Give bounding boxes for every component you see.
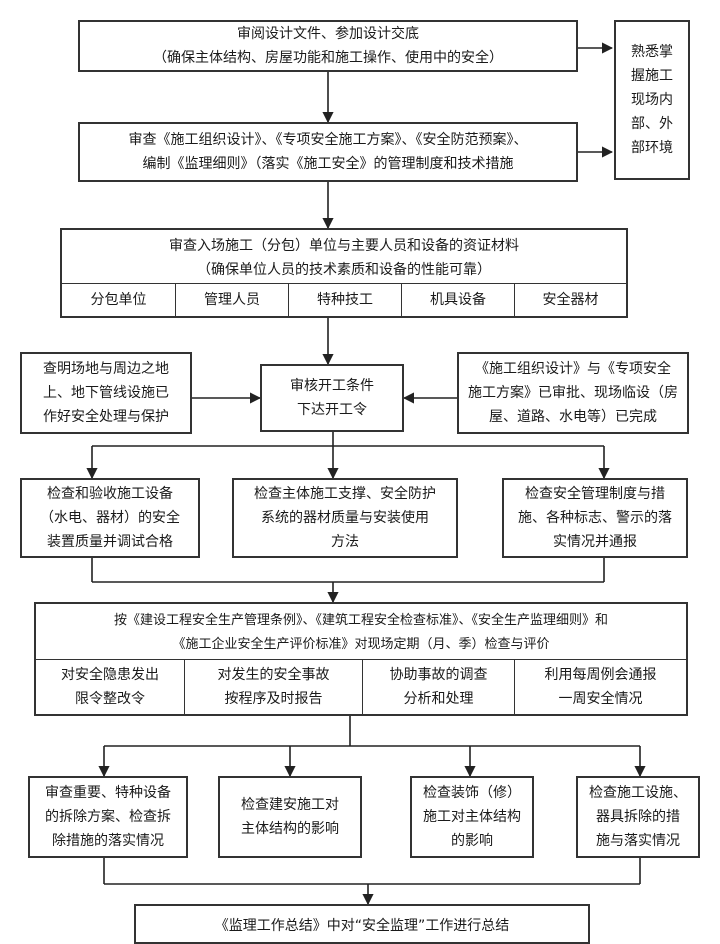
plans-approved-line: 屋、道路、水电等）已完成 <box>489 409 657 425</box>
periodic-item-line: 对安全隐患发出 <box>61 667 159 683</box>
site-check-line: 上、地下管线设施已 <box>43 385 169 401</box>
start-approval-line: 下达开工令 <box>297 402 367 418</box>
qualification-item: 管理人员 <box>175 284 288 316</box>
periodic-item-line: 利用每周例会通报 <box>544 667 657 683</box>
bottom-check-2: 检查建安施工对 主体结构的影响 <box>218 776 362 858</box>
periodic-item-line: 分析和处理 <box>403 691 474 707</box>
qualification-item: 特种技工 <box>288 284 401 316</box>
periodic-check-title-2: 《施工企业安全生产评价标准》对现场定期（月、季）检查与评价 <box>172 637 550 652</box>
periodic-item: 利用每周例会通报 一周安全情况 <box>514 660 686 714</box>
site-check-line: 作好安全处理与保护 <box>43 409 169 425</box>
periodic-item: 对发生的安全事故 按程序及时报告 <box>184 660 362 714</box>
periodic-item-line: 限令整改令 <box>75 691 145 707</box>
qualification-box: 审查入场施工（分包）单位与主要人员和设备的资证材料 （确保单位人员的技术素质和设… <box>60 228 628 318</box>
summary-text: 《监理工作总结》中对“安全监理”工作进行总结 <box>214 918 510 934</box>
bottom-check-line: 检查建安施工对 <box>241 797 339 813</box>
site-env-line: 熟悉掌 <box>631 44 673 60</box>
bottom-check-line: 的拆除方案、检查拆 <box>45 809 171 825</box>
bottom-check-3: 检查装饰（修） 施工对主体结构 的影响 <box>410 776 534 858</box>
check-equipment-line: （水电、器材）的安全 <box>40 510 180 526</box>
bottom-check-4: 检查施工设施、 器具拆除的措 施与落实情况 <box>576 776 700 858</box>
check-management-line: 施、各种标志、警示的落 <box>518 510 672 526</box>
review-design-title: 审阅设计文件、参加设计交底 <box>237 26 419 42</box>
check-equipment-line: 装置质量并调试合格 <box>47 534 173 550</box>
qualification-item: 安全器材 <box>514 284 626 316</box>
bottom-check-line: 主体结构的影响 <box>241 821 339 837</box>
review-design-box: 审阅设计文件、参加设计交底 （确保主体结构、房屋功能和施工操作、使用中的安全） <box>78 20 578 72</box>
periodic-item-line: 按程序及时报告 <box>224 691 323 707</box>
check-support-box: 检查主体施工支撑、安全防护 系统的器材质量与安装使用 方法 <box>232 478 458 558</box>
bottom-check-line: 除措施的落实情况 <box>52 833 164 849</box>
periodic-check-title: 按《建设工程安全生产管理条例》、《建筑工程安全检查标准》、《安全生产监理细则》和 <box>113 613 608 628</box>
qualification-note: （确保单位人员的技术素质和设备的性能可靠） <box>197 262 491 278</box>
periodic-check-items: 对安全隐患发出 限令整改令 对发生的安全事故 按程序及时报告 协助事故的调查 分… <box>36 659 686 714</box>
review-design-note: （确保主体结构、房屋功能和施工操作、使用中的安全） <box>153 50 503 66</box>
site-check-box: 查明场地与周边之地 上、地下管线设施已 作好安全处理与保护 <box>20 352 192 434</box>
site-check-line: 查明场地与周边之地 <box>43 361 169 377</box>
periodic-item-line: 一周安全情况 <box>558 691 643 707</box>
qualification-items: 分包单位 管理人员 特种技工 机具设备 安全器材 <box>62 283 626 316</box>
check-management-line: 检查安全管理制度与措 <box>525 486 665 502</box>
review-plans-line2: 编制《监理细则》（落实《施工安全》的管理制度和技术措施 <box>142 156 514 172</box>
qualification-title: 审查入场施工（分包）单位与主要人员和设备的资证材料 <box>169 238 519 254</box>
site-env-line: 现场内 <box>631 92 673 108</box>
check-equipment-line: 检查和验收施工设备 <box>47 486 173 502</box>
bottom-check-line: 施工对主体结构 <box>423 809 521 825</box>
site-env-line: 部环境 <box>631 140 673 156</box>
review-plans-box: 审查《施工组织设计》、《专项安全施工方案》、《安全防范预案》、 编制《监理细则》… <box>78 122 578 182</box>
qualification-item: 分包单位 <box>90 292 147 308</box>
check-support-line: 方法 <box>331 534 359 550</box>
site-environment-box: 熟悉掌 握施工 现场内 部、外 部环境 <box>614 20 690 180</box>
qualification-item: 机具设备 <box>401 284 514 316</box>
periodic-item-line: 协助事故的调查 <box>389 667 488 683</box>
periodic-item-line: 对发生的安全事故 <box>217 667 330 683</box>
bottom-check-line: 检查施工设施、 <box>589 785 687 801</box>
bottom-check-line: 检查装饰（修） <box>423 785 521 801</box>
bottom-check-line: 施与落实情况 <box>596 833 680 849</box>
check-support-line: 检查主体施工支撑、安全防护 <box>254 486 436 502</box>
start-approval-line: 审核开工条件 <box>290 378 374 394</box>
periodic-item: 协助事故的调查 分析和处理 <box>362 660 514 714</box>
site-env-line: 握施工 <box>631 68 673 84</box>
site-env-line: 部、外 <box>631 116 673 132</box>
bottom-check-line: 审查重要、特种设备 <box>45 785 171 801</box>
bottom-check-line: 器具拆除的措 <box>596 809 680 825</box>
check-management-line: 实情况并通报 <box>553 534 637 550</box>
summary-box: 《监理工作总结》中对“安全监理”工作进行总结 <box>134 904 590 944</box>
check-equipment-box: 检查和验收施工设备 （水电、器材）的安全 装置质量并调试合格 <box>20 478 200 558</box>
periodic-item: 对安全隐患发出 限令整改令 <box>36 660 184 714</box>
bottom-check-1: 审查重要、特种设备 的拆除方案、检查拆 除措施的落实情况 <box>28 776 188 858</box>
check-support-line: 系统的器材质量与安装使用 <box>261 510 429 526</box>
review-plans-line1: 审查《施工组织设计》、《专项安全施工方案》、《安全防范预案》、 <box>128 132 528 148</box>
check-management-box: 检查安全管理制度与措 施、各种标志、警示的落 实情况并通报 <box>502 478 688 558</box>
periodic-check-box: 按《建设工程安全生产管理条例》、《建筑工程安全检查标准》、《安全生产监理细则》和… <box>34 602 688 716</box>
bottom-check-line: 的影响 <box>451 833 493 849</box>
plans-approved-box: 《施工组织设计》与《专项安全 施工方案》已审批、现场临设（房 屋、道路、水电等）… <box>457 352 689 434</box>
plans-approved-line: 《施工组织设计》与《专项安全 <box>475 361 671 377</box>
start-approval-box: 审核开工条件 下达开工令 <box>260 364 404 432</box>
plans-approved-line: 施工方案》已审批、现场临设（房 <box>468 385 678 401</box>
